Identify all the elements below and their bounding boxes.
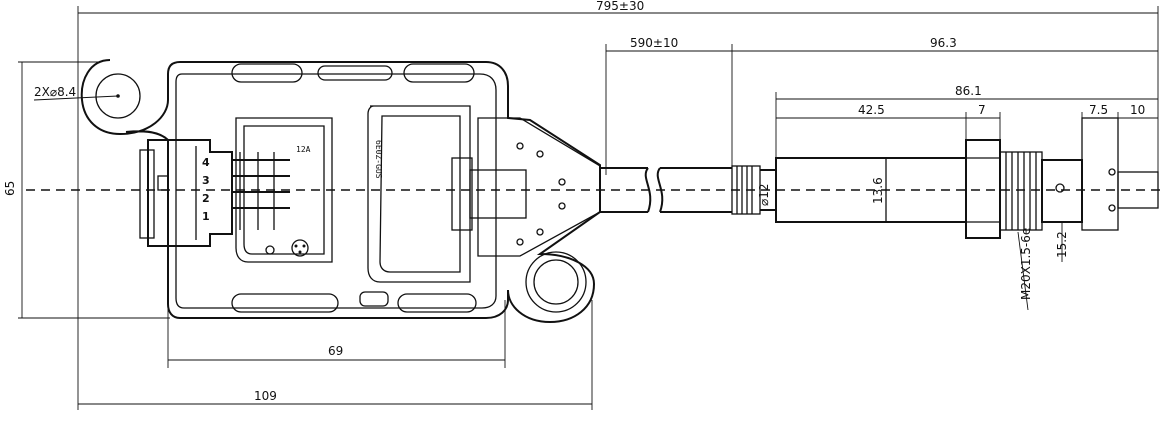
dim-tip: 7.5 10 (1081, 103, 1158, 160)
cable-diameter: ⌀12 (757, 184, 771, 207)
dim-total-width: 109 (77, 120, 593, 410)
dim-overall: 795±30 (77, 0, 1159, 175)
dim-tip-a-label: 7.5 (1089, 103, 1108, 117)
cable (600, 167, 732, 213)
dim-probe-body-label: 86.1 (955, 84, 982, 98)
pin-label-3: 3 (202, 174, 210, 187)
dim-probe: 96.3 (732, 36, 1158, 52)
socket-code: 12A (296, 145, 311, 154)
connector-plug: 4 3 2 1 (139, 139, 290, 247)
dim-cable: 590±10 (605, 36, 733, 175)
dim-tip-b-label: 10 (1130, 103, 1145, 117)
dim-nut-label: 7 (978, 103, 986, 117)
dim-base-label: 69 (328, 344, 343, 358)
dim-height: 65 (3, 61, 170, 319)
thread-spec: M20X1.5-6e (1019, 228, 1033, 300)
dim-mount-holes: 2X⌀8.4 (33, 85, 119, 101)
connector-socket: 12A (235, 117, 333, 263)
dim-total-width-label: 109 (254, 389, 277, 403)
dim-height-label: 65 (3, 181, 17, 196)
connector-pins (232, 152, 290, 230)
probe: ⌀12 13.6 M20X1.5-6e 15.2 (731, 117, 1159, 311)
dim-base: 69 (167, 300, 506, 368)
exit-code: 6E0Z-GUS (374, 140, 383, 179)
mount-holes-label: 2X⌀8.4 (34, 85, 76, 99)
control-box (80, 59, 601, 324)
cable-exit: 6E0Z-GUS (367, 105, 601, 283)
mount-hole-left (95, 73, 141, 119)
dim-section-label: 42.5 (858, 103, 885, 117)
pin-label-2: 2 (202, 192, 210, 205)
mount-hole-right (533, 259, 579, 305)
dim-probe-body: 86.1 (775, 84, 1158, 160)
dim-probe-label: 96.3 (930, 36, 957, 50)
dim-cable-label: 590±10 (630, 36, 678, 50)
pin-label-4: 4 (202, 156, 210, 169)
pin-label-1: 1 (202, 210, 210, 223)
dim-overall-label: 795±30 (596, 0, 644, 13)
body-diameter: 13.6 (871, 177, 885, 204)
